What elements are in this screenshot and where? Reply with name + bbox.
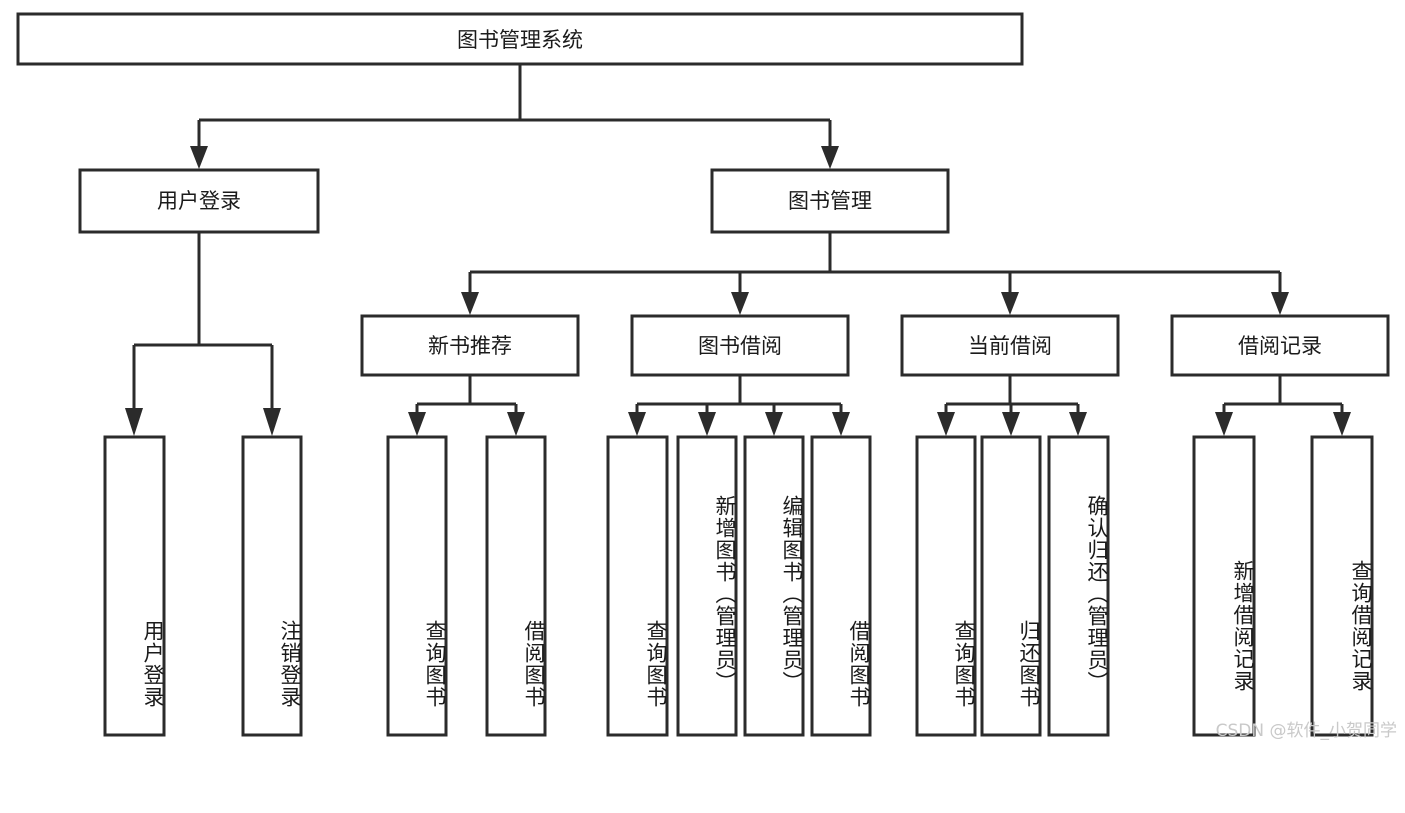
- node-label-root: 图书管理系统: [457, 28, 583, 52]
- node-box-leaf-user-login[interactable]: [103, 435, 166, 737]
- node-box-book-management[interactable]: [710, 168, 950, 234]
- node-box-leaf-return-book[interactable]: [980, 435, 1042, 737]
- node-label-user-login: 用户登录: [157, 189, 241, 213]
- node-box-leaf-query-book-borrow[interactable]: [606, 435, 669, 737]
- node-box-new-book-recommend[interactable]: [360, 314, 580, 377]
- node-box-book-borrow[interactable]: [630, 314, 850, 377]
- arrow-head-user-login: [190, 146, 208, 169]
- arrow-head-leaf-add-book-admin: [698, 412, 716, 436]
- arrow-head-leaf-user-login: [125, 408, 143, 436]
- node-box-user-login[interactable]: [78, 168, 320, 234]
- node-box-current-borrow[interactable]: [900, 314, 1120, 377]
- node-box-leaf-borrow-book[interactable]: [810, 435, 872, 737]
- node-label-borrow-record: 借阅记录: [1238, 334, 1322, 358]
- arrow-head-leaf-edit-book-admin: [765, 412, 783, 436]
- node-box-root[interactable]: [16, 12, 1024, 66]
- node-label-book-management: 图书管理: [788, 189, 872, 213]
- node-box-borrow-record[interactable]: [1170, 314, 1390, 377]
- arrow-head-leaf-user-logout: [263, 408, 281, 436]
- node-box-leaf-query-book-current[interactable]: [915, 435, 977, 737]
- connector-group-book-management: [461, 232, 1289, 315]
- arrow-head-new-book-recommend: [461, 292, 479, 315]
- arrow-head-leaf-return-book: [1002, 412, 1020, 436]
- connector-group-user-login: [125, 232, 281, 436]
- node-box-leaf-add-book-admin[interactable]: [676, 435, 738, 737]
- arrow-head-leaf-confirm-return-admin: [1069, 412, 1087, 436]
- node-label-new-book-recommend: 新书推荐: [428, 334, 512, 358]
- node-box-leaf-user-logout[interactable]: [241, 435, 303, 737]
- connector-group-book-borrow: [628, 375, 850, 436]
- watermark-text: CSDN @软件_小贺同学: [1215, 721, 1397, 741]
- arrow-head-leaf-query-book-borrow: [628, 412, 646, 436]
- node-label-current-borrow: 当前借阅: [968, 334, 1052, 358]
- tree-diagram-svg: 图书管理系统 用户登录 图书管理 新书推荐 图书借阅 当前借阅 借阅记录: [16, 12, 1390, 737]
- arrow-head-leaf-query-book-current: [937, 412, 955, 436]
- arrow-head-leaf-borrow-book-recommend: [507, 412, 525, 436]
- arrow-head-leaf-query-book-recommend: [408, 412, 426, 436]
- node-box-leaf-edit-book-admin[interactable]: [743, 435, 805, 737]
- arrow-head-leaf-add-borrow-record: [1215, 412, 1233, 436]
- connector-group-current-borrow: [937, 375, 1087, 436]
- diagram-canvas: 图书管理系统 用户登录 图书管理 新书推荐 图书借阅 当前借阅 借阅记录: [16, 12, 1397, 741]
- node-boxes: 图书管理系统 用户登录 图书管理 新书推荐 图书借阅 当前借阅 借阅记录: [16, 12, 1390, 737]
- arrow-head-book-borrow: [731, 292, 749, 315]
- node-box-leaf-query-borrow-record[interactable]: [1310, 435, 1374, 737]
- arrow-head-leaf-query-borrow-record: [1333, 412, 1351, 436]
- connector-group-root: [190, 64, 839, 169]
- node-box-leaf-add-borrow-record[interactable]: [1192, 435, 1256, 737]
- connector-group-new-book-recommend: [408, 375, 525, 436]
- arrow-head-book-management: [821, 146, 839, 169]
- arrow-head-current-borrow: [1001, 292, 1019, 315]
- node-label-book-borrow: 图书借阅: [698, 334, 782, 358]
- node-box-leaf-query-book-recommend[interactable]: [386, 435, 448, 737]
- node-box-leaf-borrow-book-recommend[interactable]: [485, 435, 547, 737]
- node-box-leaf-confirm-return-admin[interactable]: [1047, 435, 1110, 737]
- connector-group-borrow-record: [1215, 375, 1351, 436]
- arrow-head-borrow-record: [1271, 292, 1289, 315]
- arrow-head-leaf-borrow-book: [832, 412, 850, 436]
